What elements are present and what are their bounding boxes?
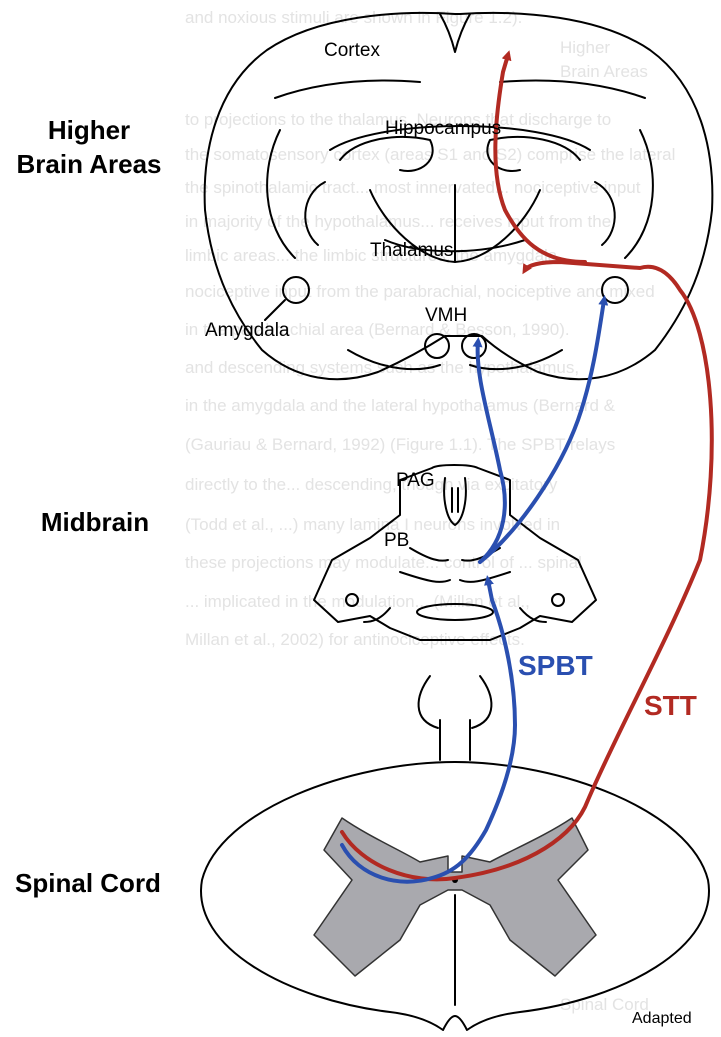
structure-label-pb: PB	[384, 530, 409, 552]
structure-label-pag: PAG	[396, 470, 435, 492]
structure-label-hippocampus: Hippocampus	[385, 118, 501, 140]
spinal-cord-outline	[201, 762, 709, 1030]
brainstem-outline	[419, 676, 492, 760]
region-label-midbrain: Midbrain	[30, 505, 160, 539]
midbrain-section-outline	[314, 465, 596, 640]
credit-text: Adapted	[632, 1010, 692, 1028]
structure-label-vmh: VMH	[425, 305, 467, 327]
region-label-higher-line1: Higher	[14, 113, 164, 147]
pathway-label-spbt: SPBT	[518, 650, 593, 682]
structure-label-thalamus: Thalamus	[370, 240, 453, 262]
stt-pathway	[342, 55, 712, 879]
spbt-pathway	[342, 300, 604, 882]
region-label-higher-line2: Brain Areas	[14, 147, 164, 181]
region-label-higher-brain-areas: Higher Brain Areas	[14, 113, 164, 181]
pathway-label-stt: STT	[644, 690, 697, 722]
region-label-spinal-cord: Spinal Cord	[8, 866, 168, 900]
structure-label-amygdala: Amygdala	[205, 320, 290, 342]
structure-label-cortex: Cortex	[324, 40, 380, 62]
